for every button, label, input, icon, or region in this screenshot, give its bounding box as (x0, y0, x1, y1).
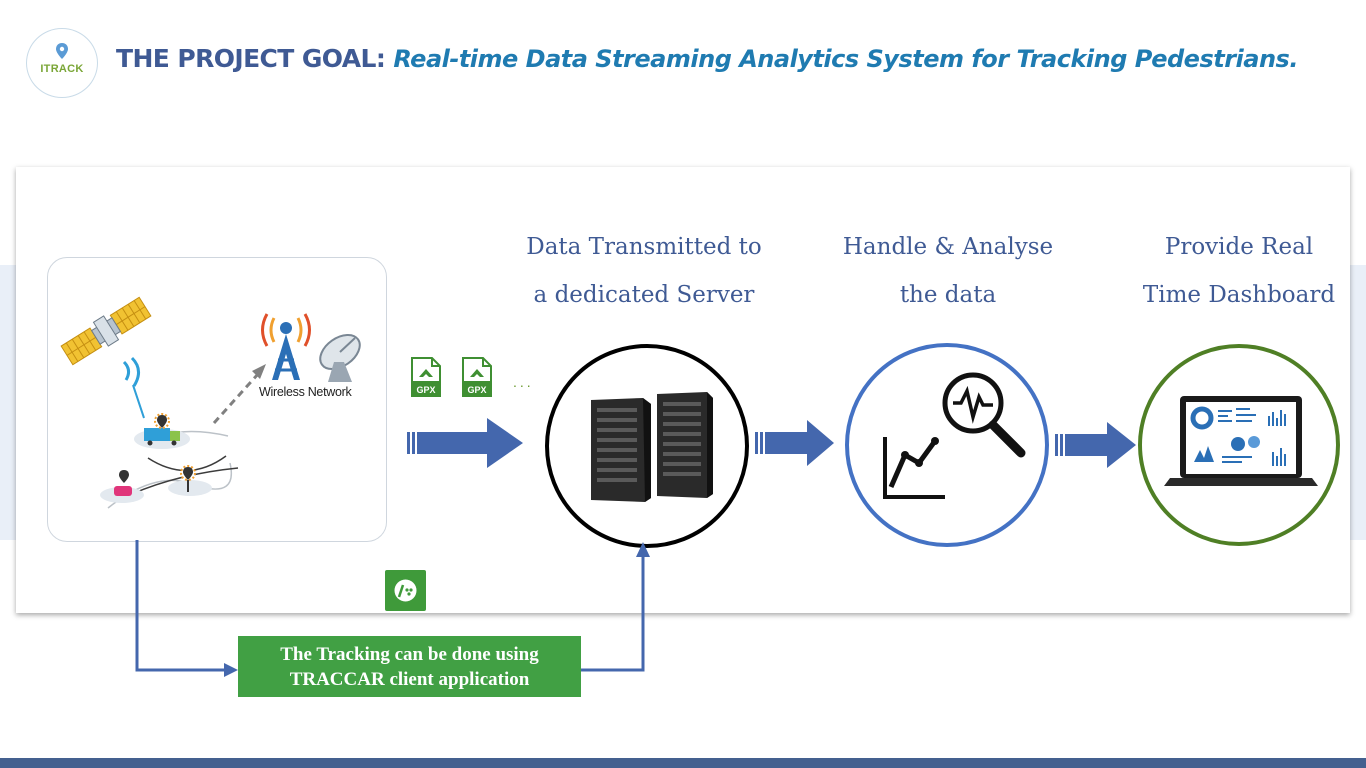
step-label-server: Data Transmitted to a dedicated Server (505, 223, 783, 319)
gpx-label: GPX (467, 385, 487, 395)
wireless-network-label: Wireless Network (259, 385, 352, 399)
signal-line (132, 384, 145, 419)
itrack-logo: ITRACK (26, 28, 98, 98)
server-step-circle (545, 344, 749, 548)
flow-arrow (407, 418, 523, 468)
bottom-bar (0, 758, 1366, 768)
server-icon (591, 392, 713, 502)
gpx-file-icon: GPX (411, 357, 441, 397)
analyse-step-circle (845, 343, 1049, 547)
flow-arrow (755, 420, 834, 466)
dashboard-step-circle (1138, 344, 1340, 546)
step-label-line: a dedicated Server (533, 282, 755, 308)
connector-to-server (581, 542, 650, 672)
pedestrian-icon (180, 465, 196, 492)
gpx-more-ellipsis: ... (513, 374, 534, 390)
car-icon (114, 470, 132, 496)
gpx-file-icon: GPX (462, 357, 492, 397)
flow-arrow (1055, 422, 1136, 468)
truck-icon (144, 428, 180, 446)
traccar-app-icon (385, 570, 426, 611)
dashed-arrow (212, 364, 266, 425)
location-pin-icon (56, 43, 68, 59)
note-line: The Tracking can be done using (280, 644, 539, 665)
tracking-device-box: Wireless Network (47, 257, 387, 542)
gpx-label: GPX (416, 385, 436, 395)
analytics-icon (883, 372, 1026, 499)
step-label-dashboard: Provide Real Time Dashboard (1126, 223, 1352, 319)
step-label-line: Data Transmitted to (526, 234, 762, 260)
step-label-analyse: Handle & Analyse the data (818, 223, 1078, 319)
title-lead: THE PROJECT GOAL (116, 44, 376, 73)
dashboard-laptop-icon (1164, 396, 1318, 486)
step-label-line: Provide Real (1164, 234, 1314, 260)
step-label-line: Handle & Analyse (842, 234, 1054, 260)
page-title: THE PROJECT GOAL: Real-time Data Streami… (116, 44, 1298, 73)
step-label-line: Time Dashboard (1142, 282, 1336, 308)
logo-text: ITRACK (40, 63, 84, 75)
traccar-note: The Tracking can be done using TRACCAR c… (238, 636, 581, 697)
note-line: TRACCAR client application (289, 669, 530, 690)
step-label-line: the data (899, 282, 997, 308)
wireless-tower-icon (261, 313, 311, 380)
title-subtitle: Real-time Data Streaming Analytics Syste… (393, 45, 1298, 73)
title-colon: : (375, 44, 386, 73)
map-pin-icon (154, 413, 170, 429)
connector-to-note (135, 540, 238, 677)
satellite-dish-icon (319, 333, 361, 382)
satellite-icon (60, 296, 152, 387)
